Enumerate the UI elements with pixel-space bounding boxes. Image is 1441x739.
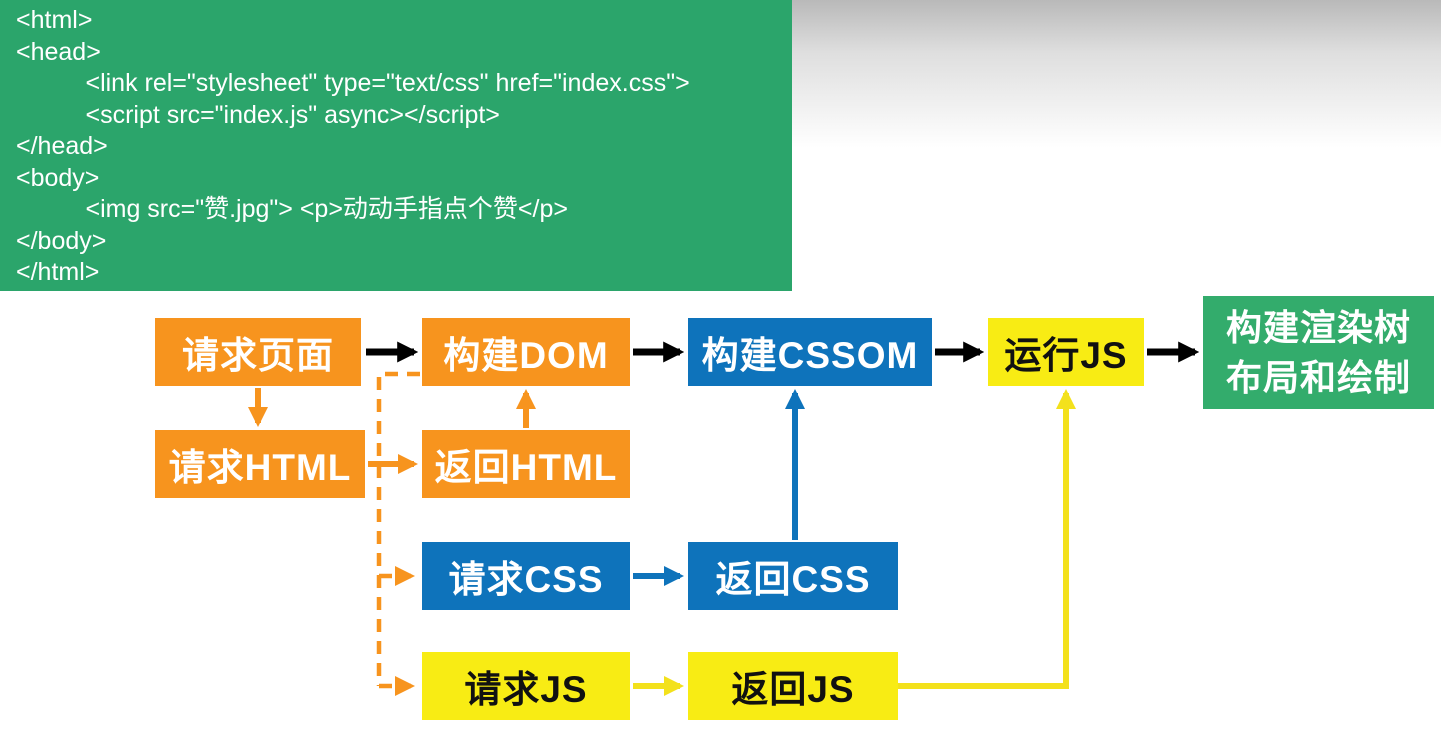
node-request-css: 请求CSS	[422, 542, 630, 610]
code-line: <img src="赞.jpg"> <p>动动手指点个赞</p>	[16, 195, 568, 223]
node-request-js: 请求JS	[422, 652, 630, 720]
code-line: </head>	[16, 132, 108, 160]
code-line: <html>	[16, 6, 93, 34]
arrow-return-js-to-run-js	[898, 389, 1076, 689]
node-render-tree-line1: 构建渲染树	[1225, 307, 1411, 349]
code-line: <head>	[16, 37, 101, 66]
node-build-dom: 构建DOM	[422, 318, 630, 386]
code-block: <html> <head> <link rel="stylesheet" typ…	[0, 0, 792, 291]
code-line: </body>	[16, 226, 107, 255]
node-return-css: 返回CSS	[688, 542, 898, 610]
node-render-tree: 构建渲染树 布局和绘制	[1203, 296, 1434, 409]
node-run-js: 运行JS	[988, 318, 1144, 386]
node-return-js: 返回JS	[688, 652, 898, 720]
code-line: <body>	[16, 163, 100, 192]
node-request-page: 请求页面	[155, 318, 361, 386]
code-line: </html>	[16, 258, 100, 286]
node-return-html: 返回HTML	[422, 430, 630, 498]
node-request-html: 请求HTML	[155, 430, 365, 498]
dashed-line-dom-to-subresources	[376, 371, 420, 686]
node-render-tree-line2: 布局和绘制	[1225, 356, 1411, 398]
code-line: <link rel="stylesheet" type="text/css" h…	[16, 69, 690, 97]
node-build-cssom: 构建CSSOM	[688, 318, 932, 386]
code-line: <script src="index.js" async></script>	[16, 100, 500, 129]
